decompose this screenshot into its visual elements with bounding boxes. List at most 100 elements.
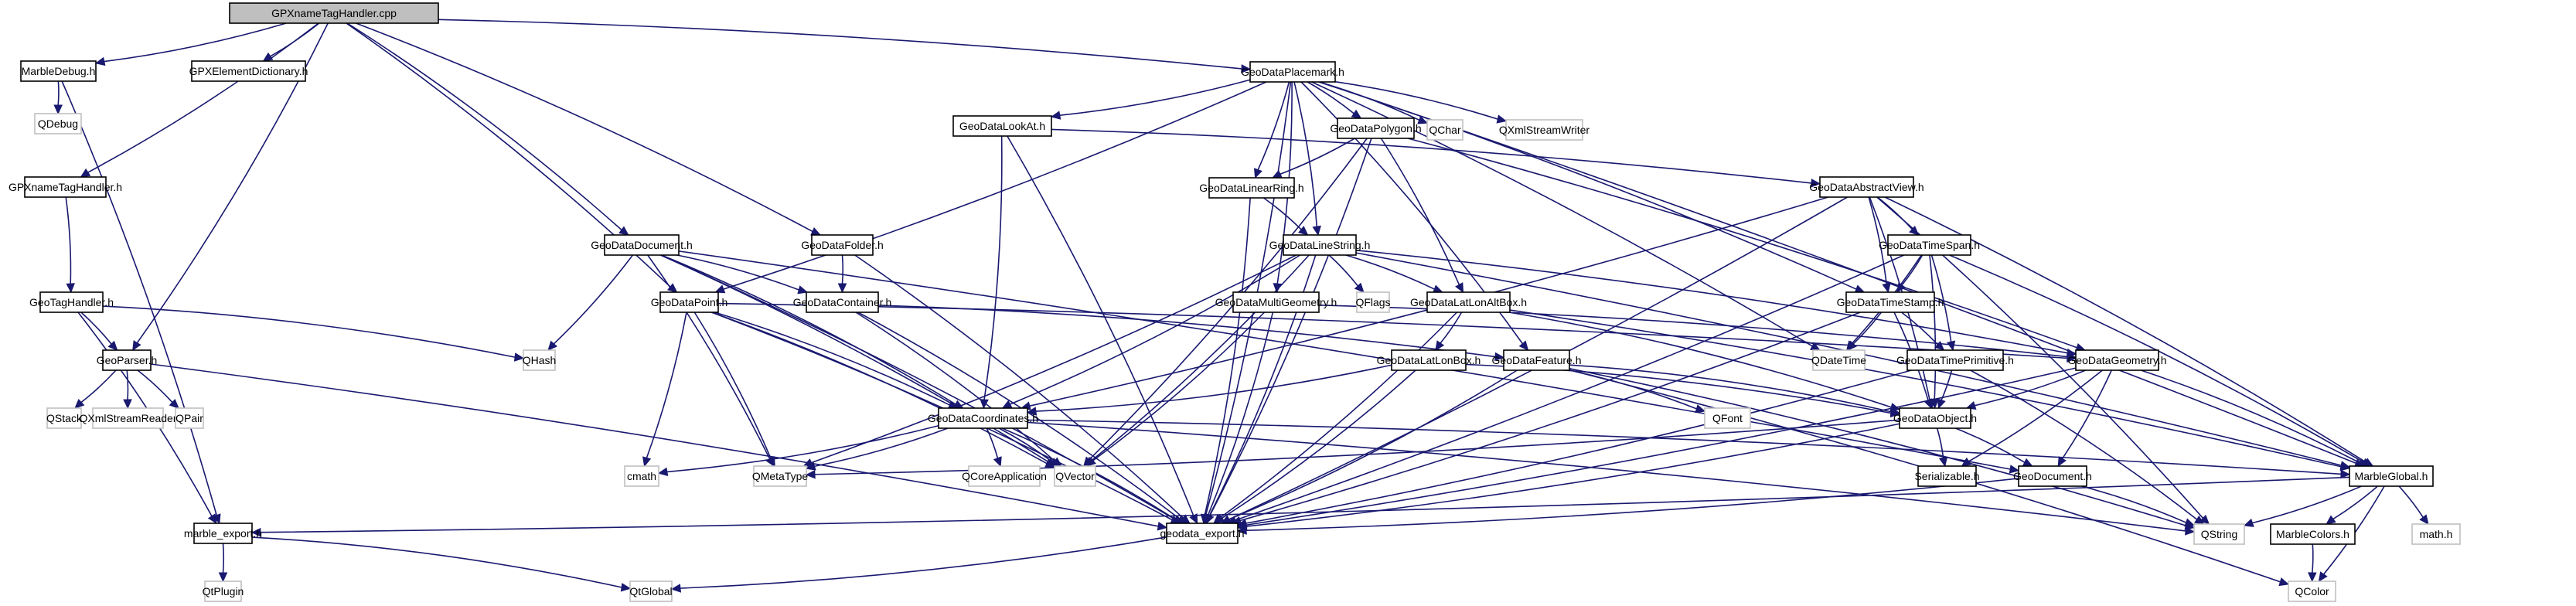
node-box	[34, 113, 82, 134]
edge-geodocument-to-geodataexport	[1245, 478, 2019, 531]
arrowhead-icon	[620, 583, 632, 592]
node-geoparser[interactable]: GeoParser.h	[97, 349, 158, 371]
node-linestring[interactable]: GeoDataLineString.h	[1269, 234, 1371, 256]
arrowhead-icon	[1050, 111, 1061, 120]
node-qpair: QPair	[175, 407, 204, 429]
edge-latlonbox-to-geodataexport	[1222, 369, 1416, 519]
node-label: GeoDataPolygon.h	[1330, 122, 1421, 134]
node-lookat[interactable]: GeoDataLookAt.h	[952, 115, 1052, 137]
node-label: QStack	[46, 412, 83, 424]
node-label: QXmlStreamWriter	[1499, 124, 1590, 136]
node-label: QString	[2201, 528, 2237, 540]
node-serializable[interactable]: Serializable.h	[1914, 465, 1980, 487]
node-multigeom[interactable]: GeoDataMultiGeometry.h	[1215, 291, 1337, 313]
edge-placemark-to-qxmlwriter	[1334, 80, 1498, 120]
arrowhead-icon	[207, 513, 217, 525]
node-qmetatype: QMetaType	[752, 465, 808, 487]
node-gpxhandlerh[interactable]: GPXnameTagHandler.h	[9, 176, 122, 198]
arrowhead-icon	[1695, 404, 1706, 414]
node-placemark[interactable]: GeoDataPlacemark.h	[1241, 61, 1344, 83]
arrowhead-icon	[1909, 225, 1920, 236]
node-label: GeoDataTimeSpan.h	[1879, 239, 1980, 251]
arrowhead-icon	[123, 399, 132, 410]
node-box	[806, 291, 879, 313]
node-gpxdict[interactable]: GPXElementDictionary.h	[189, 60, 308, 82]
arrowhead-icon	[1811, 179, 1821, 188]
node-box	[1166, 523, 1239, 544]
node-marbleglobal[interactable]: MarbleGlobal.h	[2349, 465, 2434, 487]
edge-abstractview-to-timestamp	[1868, 196, 1887, 284]
edge-coordinates-to-qmetatype	[814, 427, 949, 468]
node-timespan[interactable]: GeoDataTimeSpan.h	[1879, 234, 1980, 256]
node-label: QDebug	[38, 117, 78, 130]
node-label: MarbleDebug.h	[22, 65, 96, 77]
arrowhead-icon	[2339, 462, 2351, 472]
edge-placemark-to-qdatetime	[1311, 81, 1813, 347]
arrowhead-icon	[2184, 518, 2196, 527]
node-folder[interactable]: GeoDataFolder.h	[801, 234, 884, 256]
node-document[interactable]: GeoDataDocument.h	[591, 234, 693, 256]
node-box	[39, 291, 104, 313]
arrowhead-icon	[1961, 457, 1972, 467]
node-marbledebug[interactable]: MarbleDebug.h	[20, 60, 97, 82]
node-abstractview[interactable]: GeoDataAbstractView.h	[1809, 176, 1924, 198]
node-label: cmath	[627, 470, 656, 482]
node-label: math.h	[2420, 528, 2453, 540]
edge-placemark-to-linestring	[1293, 81, 1318, 227]
node-box	[2349, 465, 2434, 487]
node-latlonaltbox[interactable]: GeoDataLatLonAltBox.h	[1410, 291, 1527, 313]
arrowhead-icon	[1272, 169, 1283, 179]
node-geodataexport[interactable]: geodata_export.h	[1160, 523, 1245, 544]
edge-root-to-placemark	[438, 19, 1242, 70]
node-timestamp[interactable]: GeoDataTimeStamp.h	[1837, 291, 1944, 313]
node-root[interactable]: GPXnameTagHandler.cpp	[229, 2, 439, 24]
arrowhead-icon	[766, 456, 775, 468]
arrowhead-icon	[53, 104, 63, 115]
node-qcolor: QColor	[2288, 580, 2336, 602]
node-container[interactable]: GeoDataContainer.h	[793, 291, 892, 313]
edge-marbleglobal-to-marblecolors	[2332, 485, 2378, 520]
edge-root-to-gpxhandlerh	[87, 22, 319, 173]
node-geodocument[interactable]: GeoDocument.h	[2013, 465, 2092, 487]
node-box	[1249, 61, 1336, 83]
node-qdebug: QDebug	[34, 113, 82, 134]
arrowhead-icon	[1157, 522, 1168, 531]
node-box	[811, 234, 874, 256]
node-polygon[interactable]: GeoDataPolygon.h	[1330, 117, 1422, 139]
node-box	[1356, 291, 1390, 313]
arrowhead-icon	[1273, 283, 1283, 294]
node-box	[2411, 523, 2461, 545]
node-box	[1704, 407, 1751, 429]
arrowhead-icon	[74, 398, 85, 409]
arrowhead-icon	[1937, 398, 1946, 410]
node-box	[2075, 349, 2159, 371]
node-marblecolors[interactable]: MarbleColors.h	[2270, 523, 2356, 545]
node-feature[interactable]: GeoDataFeature.h	[1492, 349, 1582, 371]
edge-timestamp-to-geodataexport	[1239, 312, 1861, 522]
edge-multigeom-to-qvector	[1092, 312, 1266, 461]
node-timeprimitive[interactable]: GeoDataTimePrimitive.h	[1896, 349, 2014, 371]
node-qtglobal: QtGlobal	[629, 580, 673, 602]
node-geometry[interactable]: GeoDataGeometry.h	[2067, 349, 2167, 371]
node-box	[92, 407, 164, 429]
edge-geodocument-to-qstring	[2081, 485, 2186, 523]
edge-document-to-coordinates	[661, 254, 956, 405]
node-taghandler[interactable]: GeoTagHandler.h	[29, 291, 114, 313]
edge-latlonaltbox-to-marbleglobal	[1509, 309, 2342, 468]
node-coordinates[interactable]: GeoDataCoordinates.h	[928, 407, 1038, 429]
node-box	[229, 2, 439, 24]
node-object[interactable]: GeoDataObject.h	[1893, 407, 1977, 429]
edge-linestring-to-coordinates	[1010, 254, 1301, 405]
edge-coordinates-to-qcoreapp	[986, 427, 999, 458]
node-point[interactable]: GeoDataPoint.h	[651, 291, 728, 313]
node-qstring: QString	[2193, 523, 2245, 545]
node-latlonbox[interactable]: GeoDataLatLonBox.h	[1377, 349, 1481, 371]
edge-linearring-to-geodataexport	[1204, 197, 1251, 516]
node-marbleexport[interactable]: marble_export.h	[184, 523, 262, 544]
edge-coordinates-to-marbleglobal	[1027, 419, 2342, 475]
node-label: GPXnameTagHandler.cpp	[271, 7, 397, 19]
node-box	[2270, 523, 2356, 545]
edge-marbleglobal-to-mathh	[2398, 485, 2424, 518]
node-linearring[interactable]: GeoDataLinearRing.h	[1199, 177, 1304, 199]
edge-linearring-to-linestring	[1262, 197, 1302, 230]
